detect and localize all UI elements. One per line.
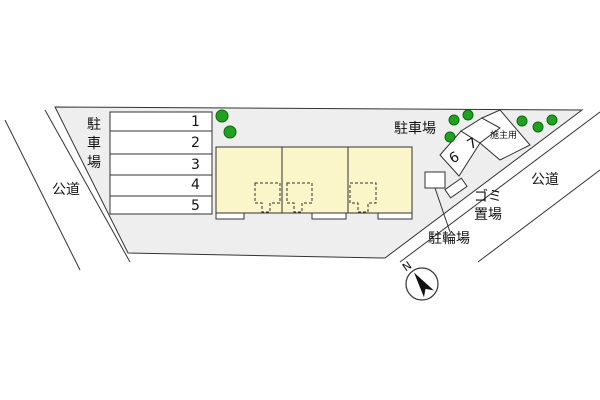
parking-slot-5-number: 5 (191, 198, 200, 214)
trees (215, 109, 558, 143)
parking-left-slots (109, 111, 213, 215)
parking-left-label: 駐 車 場 (86, 116, 102, 173)
garbage-label-line: ゴミ (474, 189, 502, 205)
entrance-dash-2 (286, 182, 313, 213)
parking-slot-5 (109, 195, 213, 215)
entrance-step-3 (377, 212, 413, 220)
public-road-right-label: 公道 (531, 172, 559, 188)
tree-icon (532, 121, 544, 133)
garbage-label-line: 置場 (474, 207, 502, 223)
garbage-label: ゴミ 置場 (474, 188, 502, 224)
tree-icon (448, 114, 460, 126)
tree-icon (215, 109, 229, 123)
parking-right-slots (439, 109, 531, 177)
tree-icon (223, 125, 237, 139)
tree-icon (444, 131, 456, 143)
public-road-left-edge-outer (4, 119, 81, 271)
tree-icon (516, 115, 528, 127)
parking-slot-4-number: 4 (191, 177, 200, 193)
parking-left-char: 駐 (87, 117, 101, 133)
public-road-right-edge-outer (477, 169, 600, 263)
entrance-dash-3 (349, 182, 377, 213)
parking-slot-1-number: 1 (191, 114, 200, 130)
parking-slot-owner (479, 109, 531, 161)
bicycle-parking-box (424, 171, 446, 189)
parking-left-char: 場 (87, 155, 101, 171)
bicycle-parking-label: 駐輪場 (428, 231, 470, 247)
parking-slot-2-number: 2 (191, 135, 200, 151)
north-compass-icon (405, 267, 439, 301)
public-road-right-edge-inner (399, 111, 600, 263)
public-road-left-edge-inner (44, 109, 131, 263)
tree-icon (546, 114, 558, 126)
garbage-area-box (444, 177, 468, 199)
entrance-step-1 (215, 212, 245, 220)
owner-use-label: 施主用 (490, 131, 518, 141)
parking-slot-3-number: 3 (191, 157, 200, 173)
building-unit-3 (347, 146, 413, 214)
parking-right-label: 駐車場 (394, 121, 436, 137)
entrance-step-2 (311, 212, 347, 220)
building-unit-2 (281, 146, 349, 214)
public-road-left-label: 公道 (52, 182, 80, 198)
entrance-dash-1 (254, 182, 281, 213)
building (215, 146, 413, 220)
parking-left-char: 車 (87, 136, 101, 152)
bicycle-parking-leader (434, 187, 451, 233)
tree-icon (462, 109, 474, 121)
